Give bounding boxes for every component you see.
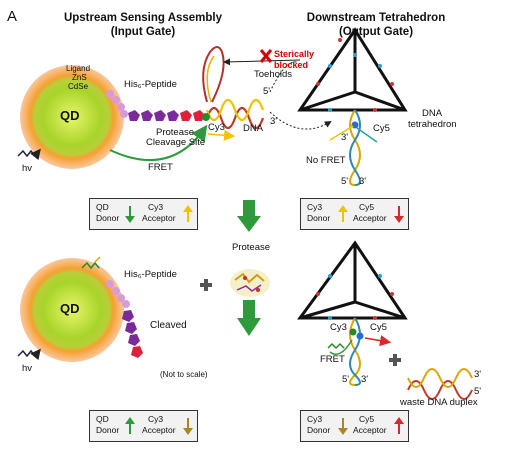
- light-squiggle-top: [17, 148, 41, 161]
- qd-label-bottom: QD: [60, 301, 80, 316]
- hv-label-top: hv: [22, 163, 33, 174]
- sterically-label-2: blocked: [274, 60, 309, 70]
- his-peptide-chain-bottom: [106, 280, 143, 358]
- panel-label: A: [7, 8, 18, 25]
- dna-helix-top-right: [329, 109, 378, 186]
- free-cy3-squiggle: [81, 261, 100, 270]
- not-to-scale-note: (Not to scale): [160, 370, 208, 379]
- his-peptide-label-top: His₆-Peptide: [124, 79, 177, 90]
- toehold-dashed-arrow: [269, 61, 298, 93]
- fret-label-top: FRET: [148, 162, 173, 173]
- fret-box-top-right: Cy3 Donor Cy5 Acceptor: [300, 198, 409, 230]
- box-donor-role: Donor: [307, 213, 331, 223]
- arrow-down-icon: [394, 206, 404, 223]
- protease-cleavage-label-2: Cleavage Site: [146, 137, 206, 148]
- plus-sign-left: [200, 279, 212, 291]
- box-donor-role: Donor: [307, 425, 331, 435]
- dna-tetrahedron-bottom: [297, 240, 408, 320]
- no-fret-label: No FRET: [306, 155, 346, 166]
- five-prime-tetra-bottom: 5': [342, 374, 350, 385]
- his-peptide-chain-top: [106, 90, 205, 121]
- waste-five-prime: 5': [474, 386, 482, 397]
- cy3-label-top: Cy3: [208, 122, 225, 133]
- header-right-line1: Downstream Tetrahedron: [306, 12, 446, 24]
- qd-label-top: QD: [60, 108, 80, 123]
- toeholds-label: Toeholds: [254, 69, 293, 80]
- his-peptide-label-bottom: His₆-Peptide: [124, 269, 177, 280]
- arrow-up-icon: [183, 205, 193, 222]
- fret-curve-arrow: [109, 124, 208, 162]
- box-acceptor-role: Acceptor: [353, 213, 387, 223]
- waste-dna-label: waste DNA duplex: [400, 397, 478, 408]
- dna-tetrahedron-top: [297, 27, 408, 112]
- header-left-line1: Upstream Sensing Assembly: [63, 12, 223, 24]
- zns-label: ZnS: [72, 73, 87, 82]
- cleaved-label: Cleaved: [150, 320, 187, 331]
- dna-label: DNA: [243, 123, 264, 134]
- five-prime-tetra-top: 5': [341, 176, 349, 187]
- arrow-up-icon: [338, 205, 348, 222]
- box-acceptor-role: Acceptor: [142, 213, 176, 223]
- quantum-dot-top: [20, 65, 124, 169]
- protease-label: Protease: [232, 242, 271, 253]
- reaction-arrow-down-1: [237, 200, 261, 232]
- box-acceptor-role: Acceptor: [353, 425, 387, 435]
- fret-box-bottom-left: QD Donor Cy3 Acceptor: [89, 410, 198, 442]
- header-left-line2: (Input Gate): [110, 26, 176, 38]
- dna-tetrahedron-label-1: DNA: [422, 108, 443, 119]
- emission-arrow-cy3: [207, 129, 236, 141]
- plus-sign-right: [389, 354, 401, 366]
- arrow-up-icon: [394, 417, 404, 434]
- waste-three-prime: 3': [474, 369, 482, 380]
- header-right-line2: (Output Gate): [338, 26, 414, 38]
- arrow-down-icon: [183, 418, 193, 435]
- three-prime-tetra-top-b: 3': [359, 176, 367, 187]
- light-squiggle-bottom: [17, 348, 41, 361]
- three-prime-tetra-bottom: 3': [361, 374, 369, 385]
- box-donor-name: Cy3: [307, 202, 323, 212]
- toehold-dashed-arrow-2: [269, 111, 332, 130]
- box-acceptor-name: Cy5: [359, 202, 375, 212]
- arrow-down-icon: [125, 206, 135, 223]
- reaction-arrow-down-2: [237, 300, 261, 336]
- fret-label-bottom: FRET: [320, 354, 345, 365]
- three-prime-top-left: 3': [270, 116, 278, 127]
- three-prime-tetra-top: 3': [341, 132, 349, 143]
- sterically-label-1: Sterically: [274, 49, 315, 59]
- dna-helix-top-left: [202, 46, 265, 130]
- dna-helix-bottom-right: [327, 317, 392, 386]
- cy5-label-bottom: Cy5: [370, 322, 387, 333]
- box-donor-role: Donor: [96, 213, 120, 223]
- box-acceptor-name: Cy5: [359, 414, 375, 424]
- five-prime-top-left: 5': [263, 86, 271, 97]
- box-acceptor-role: Acceptor: [142, 425, 176, 435]
- box-acceptor-name: Cy3: [148, 202, 164, 212]
- box-donor-role: Donor: [96, 425, 120, 435]
- cdse-label: CdSe: [68, 82, 89, 91]
- protease-cleavage-label-1: Protease: [156, 127, 195, 138]
- fret-box-bottom-right: Cy3 Donor Cy5 Acceptor: [300, 410, 409, 442]
- box-acceptor-name: Cy3: [148, 414, 164, 424]
- box-donor-name: QD: [96, 414, 109, 424]
- protease-enzyme-icon: [230, 269, 270, 297]
- arrow-down-icon: [338, 418, 348, 435]
- quantum-dot-bottom: [20, 258, 124, 362]
- box-donor-name: Cy3: [307, 414, 323, 424]
- blocked-x-icon: [259, 49, 273, 63]
- box-donor-name: QD: [96, 202, 109, 212]
- fret-box-top-left: QD Donor Cy3 Acceptor: [89, 198, 198, 230]
- arrow-up-icon: [125, 417, 135, 434]
- dna-tetrahedron-label-2: tetrahedron: [408, 119, 457, 130]
- hv-label-bottom: hv: [22, 363, 33, 374]
- ligand-label: Ligand: [66, 64, 91, 73]
- tetrahedron-beads-top: [316, 38, 394, 112]
- tetrahedron-beads-bottom: [316, 274, 394, 320]
- cy5-label-top: Cy5: [373, 123, 390, 134]
- cy3-label-bottom: Cy3: [330, 322, 347, 333]
- waste-dna-duplex: [407, 368, 473, 400]
